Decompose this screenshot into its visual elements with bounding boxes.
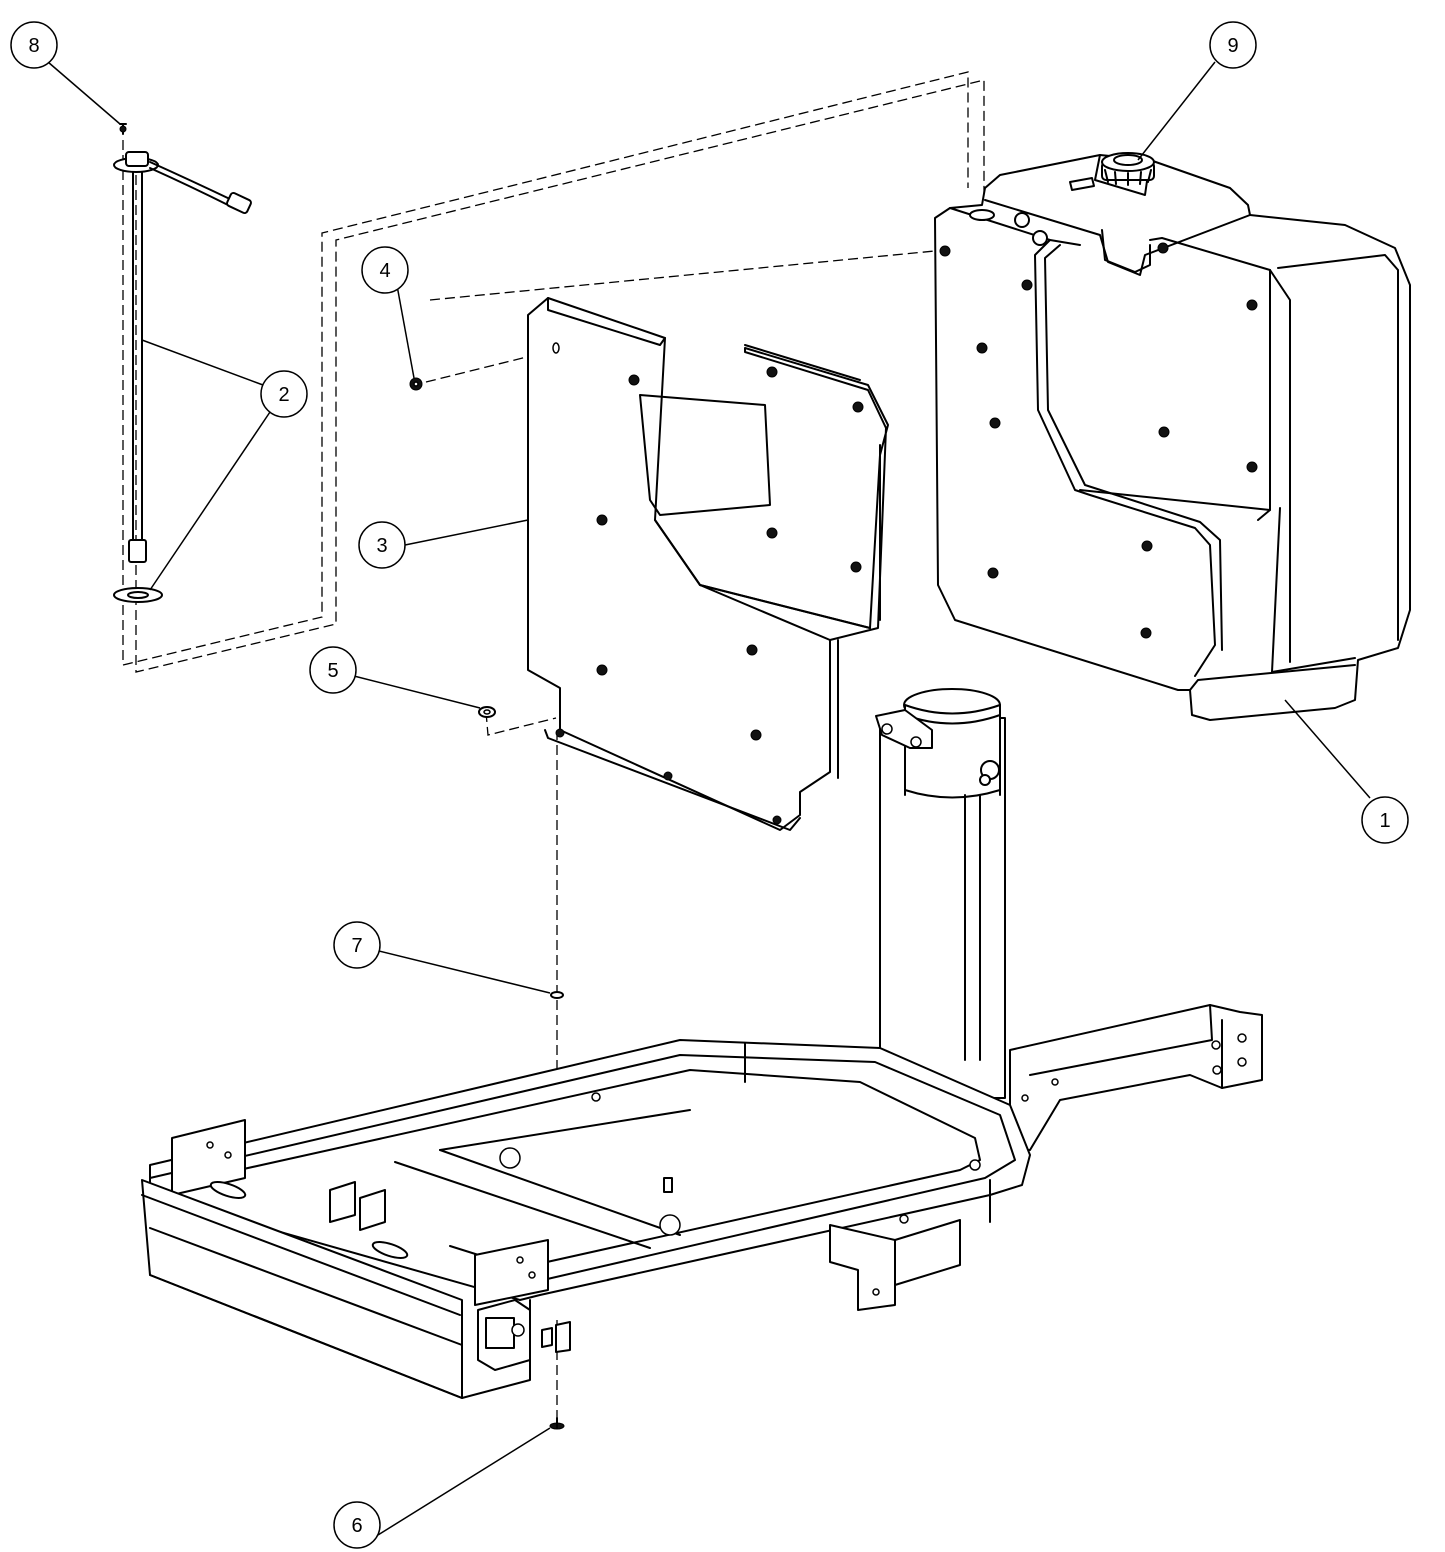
callout-3-label: 3: [376, 535, 387, 557]
callout-8: 8: [10, 21, 58, 69]
callout-9-label: 9: [1227, 35, 1238, 57]
washer-part-5: [478, 706, 496, 718]
leader-lines: [47, 61, 1371, 1536]
mounting-bracket-part-3: [527, 297, 889, 831]
callout-2-label: 2: [278, 384, 289, 406]
washer-part-7: [550, 991, 564, 999]
callout-5-label: 5: [327, 660, 338, 682]
callout-4: 4: [361, 246, 409, 294]
callout-3: 3: [358, 521, 406, 569]
callout-1: 1: [1361, 796, 1409, 844]
callout-2: 2: [260, 370, 308, 418]
fuel-level-sender-part-2: [113, 151, 252, 603]
callout-6-label: 6: [351, 1515, 362, 1537]
fuel-tank-part-1: [934, 152, 1411, 721]
callout-4-label: 4: [379, 260, 390, 282]
callout-8-label: 8: [28, 35, 39, 57]
callout-7: 7: [333, 921, 381, 969]
callout-5: 5: [309, 646, 357, 694]
bolt-part-6: [549, 1417, 565, 1430]
callout-6: 6: [333, 1501, 381, 1549]
screw-part-8: [119, 123, 127, 135]
frame-weldment: [141, 688, 1263, 1399]
nut-part-4: [409, 377, 423, 391]
callout-7-label: 7: [351, 935, 362, 957]
callout-1-label: 1: [1379, 810, 1390, 832]
callout-9: 9: [1209, 21, 1257, 69]
